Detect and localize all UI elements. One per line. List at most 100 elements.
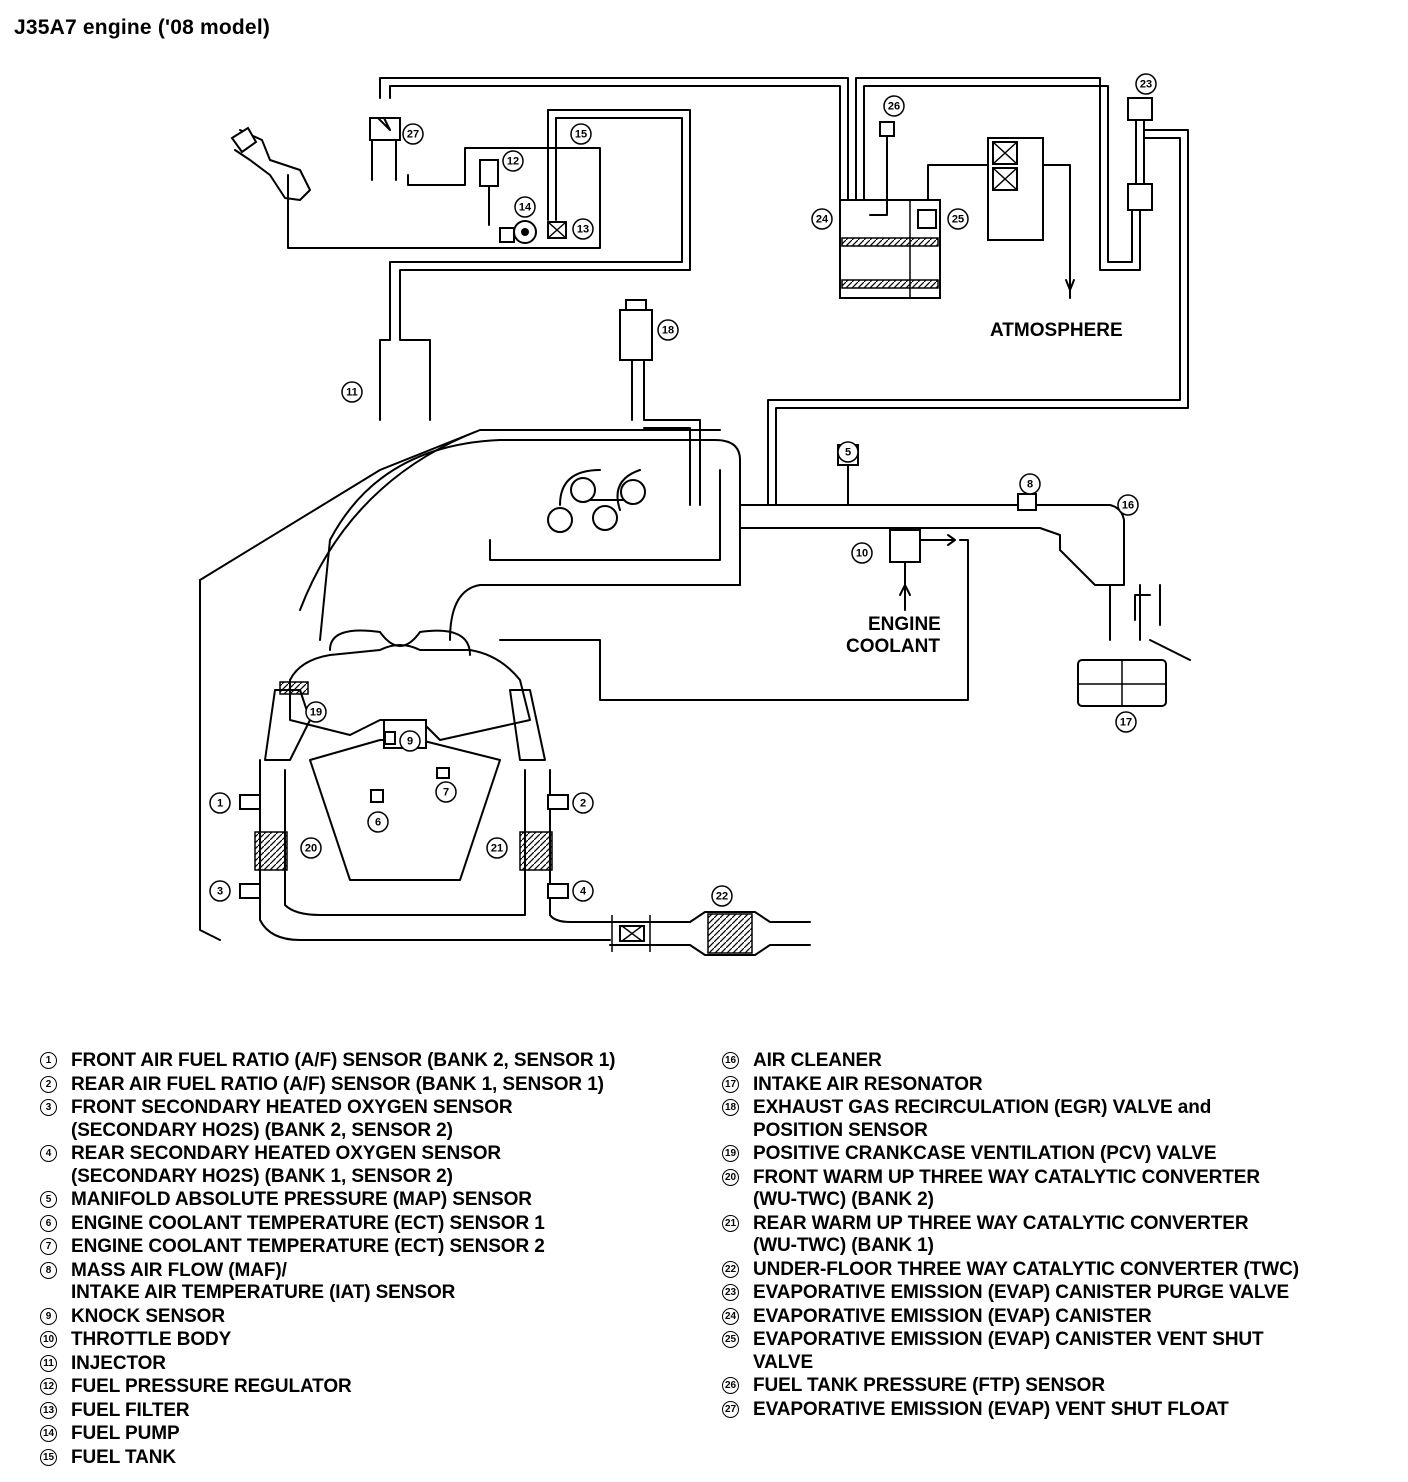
- callout-number: 19: [310, 707, 322, 719]
- egr-valve: [619, 299, 701, 506]
- callout-circle: [514, 196, 536, 218]
- legend-text: FUEL PRESSURE REGULATOR: [71, 1376, 352, 1397]
- legend-number-badge: 11: [40, 1354, 57, 1372]
- callout-circle: [570, 123, 592, 145]
- legend-text: INJECTOR: [71, 1352, 166, 1374]
- callout-circle: [883, 95, 905, 117]
- callout-circle: [305, 701, 327, 723]
- legend-item: 11 INJECTOR: [40, 1353, 710, 1376]
- legend-number-badge: 21: [722, 1214, 739, 1232]
- callout-number: 12: [507, 156, 519, 168]
- callout-number: 9: [407, 736, 413, 748]
- legend-item: 16 AIR CLEANER: [722, 1050, 1402, 1073]
- legend-item: 21 REAR WARM UP THREE WAY CATALYTIC CONVE…: [722, 1213, 1402, 1258]
- legend-text: ENGINE COOLANT TEMPERATURE (ECT) SENSOR …: [71, 1236, 545, 1257]
- callout-circle: [572, 880, 594, 902]
- callout-number: 26: [888, 101, 900, 113]
- legend-text: EVAPORATIVE EMISSION (EVAP) VENT SHUT FL…: [753, 1398, 1229, 1420]
- legend-item: 26 FUEL TANK PRESSURE (FTP) SENSOR: [722, 1375, 1402, 1398]
- legend-number-badge: 15: [40, 1448, 57, 1466]
- callout-number: 27: [407, 129, 419, 141]
- legend-number-badge: 5: [40, 1191, 57, 1208]
- legend-number-badge: 7: [40, 1238, 57, 1255]
- callout-circle: [657, 319, 679, 341]
- callout-circle: [486, 837, 508, 859]
- legend-number-badge: 24: [722, 1307, 739, 1325]
- legend-number-badge: 16: [722, 1052, 739, 1069]
- knock-sensor: [384, 731, 396, 745]
- engine-coolant-label-line2: COOLANT: [846, 636, 940, 657]
- engine-coolant-label-line1: ENGINE: [868, 614, 941, 635]
- legend-text: FRONT WARM UP THREE WAY CATALYTIC CONVER…: [753, 1166, 1260, 1211]
- legend-text: UNDER-FLOOR THREE WAY CATALYTIC CONVERTE…: [753, 1258, 1299, 1280]
- callout-number: 11: [346, 387, 358, 399]
- callout-number: 23: [1140, 79, 1152, 91]
- callout-circle: [399, 730, 421, 752]
- rear-secondary-ho2s: [547, 883, 569, 899]
- callout-circle: [711, 885, 733, 907]
- legend-text: EXHAUST GAS RECIRCULATION (EGR) VALVE an…: [753, 1097, 1212, 1141]
- callout-circle: [341, 381, 363, 403]
- legend-text: EVAPORATIVE EMISSION (EVAP) CANISTER VEN…: [753, 1329, 1264, 1373]
- legend-text: AIR CLEANER: [753, 1050, 882, 1071]
- legend-text: POSITIVE CRANKCASE VENTILATION (PCV) VAL…: [753, 1143, 1217, 1164]
- callout-number: 14: [519, 202, 532, 214]
- legend-number-badge: 8: [40, 1261, 57, 1279]
- legend-text: REAR WARM UP THREE WAY CATALYTIC CONVERT…: [753, 1212, 1249, 1257]
- callout-circle: [1019, 473, 1041, 495]
- under-floor-twc: [707, 913, 753, 954]
- callout-circle: [811, 208, 833, 230]
- legend-text: FUEL TANK PRESSURE (FTP) SENSOR: [753, 1375, 1105, 1396]
- evap-vent-shut-valve: [917, 209, 937, 229]
- callout-number: 13: [577, 224, 589, 236]
- callout-circle: [367, 811, 389, 833]
- legend-number-badge: 18: [722, 1099, 739, 1116]
- callout-number: 22: [716, 891, 728, 903]
- callout-circle: [402, 123, 424, 145]
- callout-circle: [837, 441, 859, 463]
- callout-circle: [572, 218, 594, 240]
- legend-text: KNOCK SENSOR: [71, 1305, 225, 1327]
- callout-circle: [1135, 73, 1157, 95]
- front-af-sensor: [239, 794, 261, 810]
- callout-circle: [851, 542, 873, 564]
- legend-number-badge: 6: [40, 1214, 57, 1232]
- callout-circle: [435, 781, 457, 803]
- page-title: J35A7 engine ('08 model): [14, 16, 271, 39]
- legend-number-badge: 23: [722, 1284, 739, 1301]
- throttle-body: [889, 529, 921, 563]
- rear-af-sensor: [547, 794, 569, 810]
- evap-canister-purge-valve: [1127, 97, 1153, 121]
- callout-circle: [502, 150, 524, 172]
- callout-circle: [300, 837, 322, 859]
- fuel-supply-system: [230, 77, 849, 421]
- callout-number: 17: [1120, 717, 1132, 729]
- callout-circle: [1115, 711, 1137, 733]
- callout-circle: [209, 792, 231, 814]
- callout-number: 16: [1122, 500, 1134, 512]
- legend-text: FUEL PUMP: [71, 1423, 180, 1444]
- callout-number: 25: [952, 214, 964, 226]
- legend-number-badge: 26: [722, 1377, 739, 1394]
- front-wu-twc: [254, 831, 288, 871]
- callout-circle: [1117, 494, 1139, 516]
- ftp-sensor: [879, 121, 895, 137]
- callout-number: 6: [375, 817, 381, 829]
- legend-text: EVAPORATIVE EMISSION (EVAP) CANISTER PUR…: [753, 1282, 1290, 1303]
- legend-text: REAR AIR FUEL RATIO (A/F) SENSOR (BANK 1…: [71, 1073, 604, 1095]
- legend-number-badge: 14: [40, 1425, 57, 1442]
- legend-text: ENGINE COOLANT TEMPERATURE (ECT) SENSOR …: [71, 1212, 545, 1234]
